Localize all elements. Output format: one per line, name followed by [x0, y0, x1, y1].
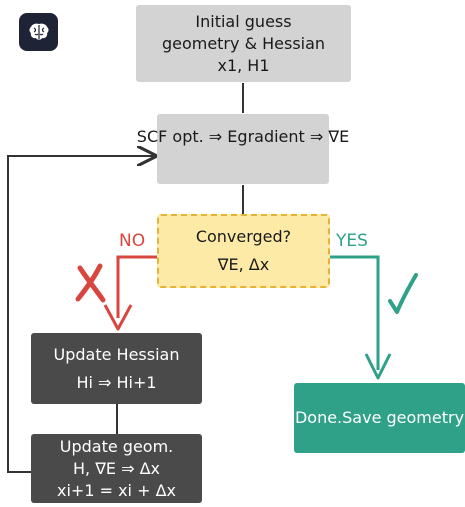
done-node: Done.Save geometry	[294, 383, 465, 453]
update-hessian-line-2: Hi ⇒ Hi+1	[76, 372, 157, 392]
edge-loop-back	[7, 156, 155, 473]
edge-no-arrowhead	[103, 304, 133, 331]
no-label: NO	[119, 231, 146, 251]
done-line-1: Done.Save geometry	[294, 408, 465, 427]
update-hessian-node: Update Hessian Hi ⇒ Hi+1	[31, 333, 202, 404]
initial-guess-line-3: x1, H1	[217, 55, 270, 75]
initial-guess-node: Initial guess geometry & Hessian x1, H1	[136, 5, 351, 82]
update-geom-node: Update geom. H, ∇E ⇒ Δx xi+1 = xi + Δx	[31, 434, 202, 503]
scf-line-1: SCF opt. ⇒ Egradient ⇒ ∇E	[136, 127, 350, 146]
initial-guess-line-1: Initial guess	[195, 11, 292, 31]
converged-line-2: ∇E, Δx	[217, 255, 270, 274]
converged-line-1: Converged?	[195, 227, 292, 246]
initial-guess-line-2: geometry & Hessian	[161, 33, 326, 53]
update-geom-line-2: H, ∇E ⇒ Δx	[72, 458, 160, 478]
yes-label: YES	[336, 231, 368, 251]
converged-decision-node: Converged? ∇E, Δx	[157, 214, 330, 288]
update-hessian-line-1: Update Hessian	[53, 344, 180, 364]
update-geom-line-1: Update geom.	[59, 436, 174, 456]
edge-yes	[330, 255, 380, 370]
edge-no	[116, 255, 157, 318]
scf-node	[157, 114, 329, 184]
scf-node-label: SCF opt. ⇒ Egradient ⇒ ∇E	[110, 126, 376, 148]
brain-icon	[19, 13, 58, 51]
edge-yes-arrowhead	[364, 353, 392, 380]
check-mark	[388, 273, 418, 314]
cross-mark	[75, 263, 106, 303]
update-geom-line-3: xi+1 = xi + Δx	[57, 480, 176, 500]
